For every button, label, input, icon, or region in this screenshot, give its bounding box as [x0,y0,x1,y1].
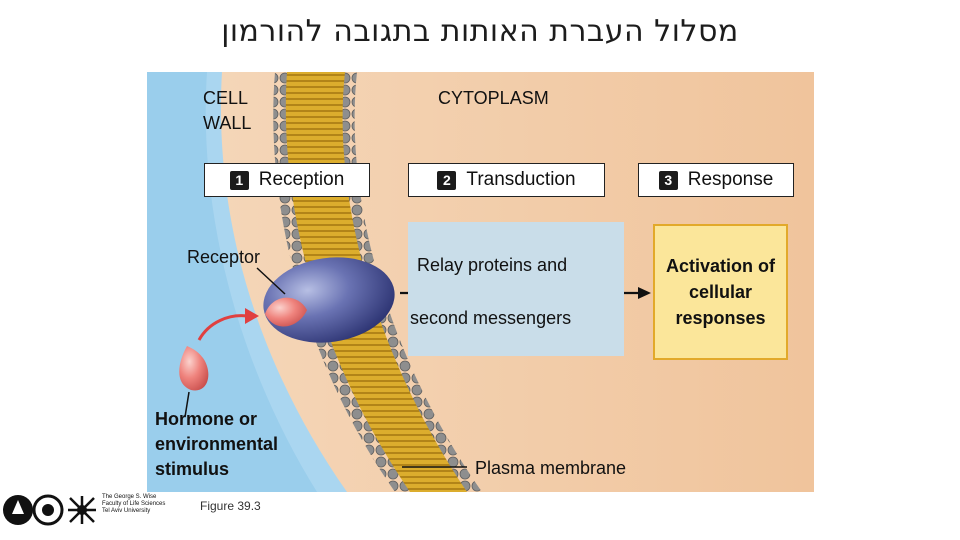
binding-arrow [197,314,248,341]
stage-number-badge: 1 [229,170,249,190]
stage-label: Response [687,169,774,190]
stage-label: Transduction [466,169,576,190]
stage-label: Reception [258,169,345,190]
response-box: Activation of cellular responses [653,224,788,360]
faculty-logo-text: The George S. Wise Faculty of Life Scien… [102,494,166,514]
relay-label-top: Relay proteins and [417,255,568,275]
cytoplasm-label: CYTOPLASM [438,88,549,108]
relay-label-bottom: second messengers [410,308,572,328]
response-text: Activation of cellular responses [665,256,775,328]
plasma-membrane-label: Plasma membrane [475,458,627,478]
hormone-label: Hormone or environmental stimulus [155,409,279,479]
figure-number: Figure 39.3 [200,499,261,513]
stage-transduction: 2 Transduction [408,163,605,197]
seal-icon [32,494,64,526]
slide-title: מסלול העברת האותות בתגובה להורמון [221,14,739,49]
stage-reception: 1 Reception [204,163,370,197]
university-logos: The George S. Wise Faculty of Life Scien… [0,488,200,532]
stage-response: 3 Response [638,163,794,197]
receptor-label: Receptor [187,247,261,267]
bound-hormone [265,297,307,327]
relay-box [408,222,624,356]
stage-number-badge: 3 [658,170,678,190]
hormone-molecule [179,346,209,391]
stage-number-badge: 2 [437,170,457,190]
cell-wall-label: CELL WALL [203,88,252,133]
